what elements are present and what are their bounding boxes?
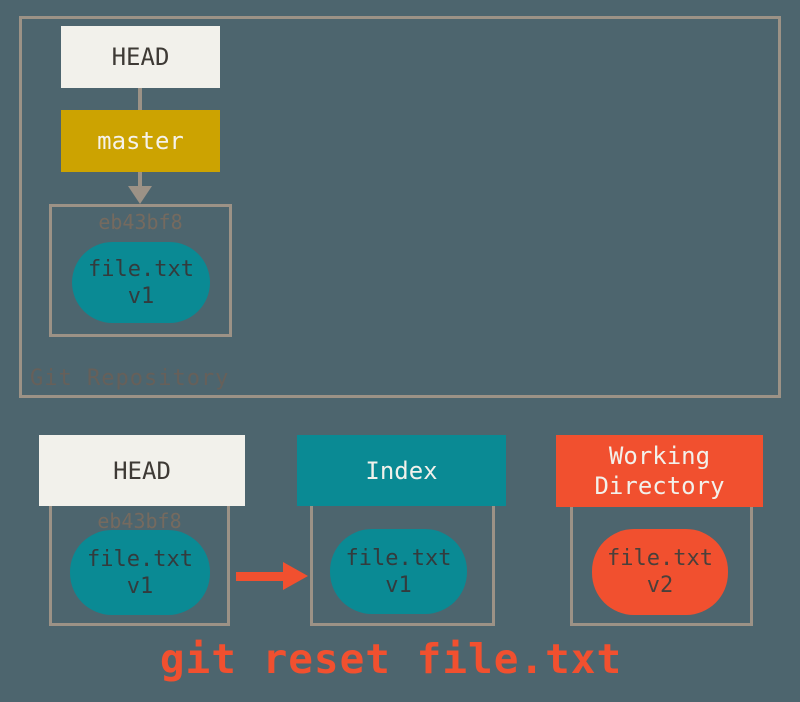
file-name: file.txt xyxy=(607,546,713,571)
head-commit-hash-label: eb43bf8 xyxy=(97,509,182,533)
head-column-header: HEAD xyxy=(39,435,245,506)
head-ref-box: HEAD xyxy=(61,26,220,88)
index-file-blob: file.txt v1 xyxy=(330,529,467,614)
index-column-header: Index xyxy=(297,435,506,506)
commit-box: eb43bf8 file.txt v1 xyxy=(49,204,232,337)
file-version: v2 xyxy=(646,573,674,598)
file-version: v1 xyxy=(127,283,155,309)
file-name: file.txt xyxy=(88,256,194,282)
reset-arrow-shaft xyxy=(236,572,284,581)
master-to-commit-arrow-shaft xyxy=(138,172,142,186)
file-name: file.txt xyxy=(345,545,452,571)
working-directory-file-blob: file.txt v2 xyxy=(592,529,728,615)
working-directory-header: Working Directory xyxy=(556,435,763,507)
file-name: file.txt xyxy=(87,546,193,572)
file-v1-blob: file.txt v1 xyxy=(72,242,210,323)
index-commit-box: file.txt v1 xyxy=(310,506,495,626)
file-version: v1 xyxy=(126,573,154,599)
git-repository-label: Git Repository xyxy=(30,366,230,391)
commit-hash-label: eb43bf8 xyxy=(98,210,183,234)
head-to-master-connector xyxy=(138,88,142,110)
master-branch-box: master xyxy=(61,110,220,172)
reset-arrow-head-icon xyxy=(283,562,308,590)
git-repository-box: Git Repository xyxy=(19,16,781,398)
command-caption: git reset file.txt xyxy=(159,635,623,683)
master-to-commit-arrow-head-icon xyxy=(128,186,152,204)
head-commit-box: eb43bf8 file.txt v1 xyxy=(49,506,230,626)
head-file-blob: file.txt v1 xyxy=(70,530,210,615)
file-version: v1 xyxy=(385,572,412,598)
working-directory-box: file.txt v2 xyxy=(570,506,753,626)
